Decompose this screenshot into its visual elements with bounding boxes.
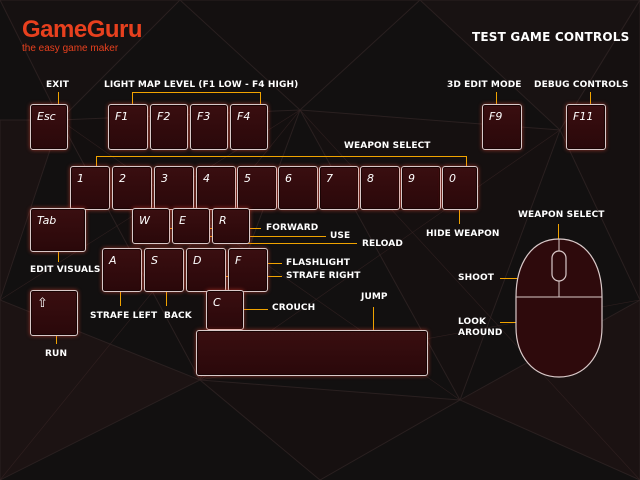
label-shoot: SHOOT bbox=[458, 273, 494, 283]
key-c[interactable]: C bbox=[206, 290, 244, 330]
key-f11[interactable]: F11 bbox=[566, 104, 606, 150]
key-tab[interactable]: Tab bbox=[30, 208, 86, 252]
logo-tagline: the easy game maker bbox=[22, 43, 119, 54]
key-s-label: S bbox=[151, 254, 158, 267]
exit-line bbox=[58, 92, 59, 111]
key-r[interactable]: R bbox=[212, 208, 250, 244]
key-w[interactable]: W bbox=[132, 208, 170, 244]
page-title: TEST GAME CONTROLS bbox=[472, 30, 630, 44]
label-reload: RELOAD bbox=[362, 239, 403, 249]
label-forward: FORWARD bbox=[266, 223, 319, 233]
key-7-label: 7 bbox=[326, 172, 333, 185]
key-f2-label: F2 bbox=[157, 110, 171, 123]
key-8[interactable]: 8 bbox=[360, 166, 400, 210]
key-e[interactable]: E bbox=[172, 208, 210, 244]
label-back: BACK bbox=[164, 311, 192, 321]
key-f1[interactable]: F1 bbox=[108, 104, 148, 150]
key-7[interactable]: 7 bbox=[319, 166, 359, 210]
key-4-label: 4 bbox=[203, 172, 210, 185]
key-3[interactable]: 3 bbox=[154, 166, 194, 210]
key-a-label: A bbox=[109, 254, 117, 267]
key-6-label: 6 bbox=[285, 172, 292, 185]
key-1[interactable]: 1 bbox=[70, 166, 110, 210]
mouse-icon bbox=[515, 238, 603, 378]
key-f9-label: F9 bbox=[489, 110, 503, 123]
key-f9[interactable]: F9 bbox=[482, 104, 522, 150]
key-9[interactable]: 9 bbox=[401, 166, 441, 210]
crouch-line bbox=[228, 309, 268, 310]
label-look: LOOK bbox=[458, 317, 487, 327]
label-strafe-left: STRAFE LEFT bbox=[90, 311, 158, 321]
key-5[interactable]: 5 bbox=[237, 166, 277, 210]
key-f[interactable]: F bbox=[228, 248, 268, 292]
key-f2[interactable]: F2 bbox=[150, 104, 188, 150]
key-6[interactable]: 6 bbox=[278, 166, 318, 210]
label-jump: JUMP bbox=[361, 292, 388, 302]
key-f1-label: F1 bbox=[115, 110, 129, 123]
label-strafe-right: STRAFE RIGHT bbox=[286, 271, 361, 281]
label-light-map: LIGHT MAP LEVEL (F1 LOW - F4 HIGH) bbox=[104, 80, 299, 90]
reload-line bbox=[232, 243, 357, 244]
jump-line bbox=[373, 307, 374, 343]
key-s[interactable]: S bbox=[144, 248, 184, 292]
key-tab-label: Tab bbox=[37, 214, 57, 227]
key-f3-label: F3 bbox=[197, 110, 211, 123]
label-mouse-weapon-select: WEAPON SELECT bbox=[518, 210, 605, 220]
light-map-bracket-right bbox=[260, 92, 261, 111]
debug-line bbox=[590, 92, 591, 111]
label-use: USE bbox=[330, 231, 351, 241]
key-f3[interactable]: F3 bbox=[190, 104, 228, 150]
key-r-label: R bbox=[219, 214, 227, 227]
key-2-label: 2 bbox=[119, 172, 126, 185]
key-8-label: 8 bbox=[367, 172, 374, 185]
label-hide-weapon: HIDE WEAPON bbox=[426, 229, 500, 239]
label-flashlight: FLASHLIGHT bbox=[286, 258, 351, 268]
key-f11-label: F11 bbox=[573, 110, 594, 123]
key-0-label: 0 bbox=[449, 172, 456, 185]
key-4[interactable]: 4 bbox=[196, 166, 236, 210]
key-f-label: F bbox=[235, 254, 242, 267]
label-crouch: CROUCH bbox=[272, 303, 316, 313]
weapon-select-bracket-top bbox=[96, 156, 467, 157]
key-3-label: 3 bbox=[161, 172, 168, 185]
key-a[interactable]: A bbox=[102, 248, 142, 292]
label-weapon-select: WEAPON SELECT bbox=[344, 141, 431, 151]
key-9-label: 9 bbox=[408, 172, 415, 185]
key-2[interactable]: 2 bbox=[112, 166, 152, 210]
label-edit-visuals: EDIT VISUALS bbox=[30, 265, 101, 275]
shift-arrow-icon: ⇧ bbox=[37, 296, 48, 311]
key-c-label: C bbox=[213, 296, 221, 309]
logo-brand: GameGuru bbox=[22, 16, 143, 43]
use-line bbox=[198, 236, 326, 237]
key-f4-label: F4 bbox=[237, 110, 251, 123]
key-esc[interactable]: Esc bbox=[30, 104, 68, 150]
key-w-label: W bbox=[139, 214, 150, 227]
key-f4[interactable]: F4 bbox=[230, 104, 268, 150]
edit-mode-line bbox=[496, 92, 497, 111]
key-shift[interactable]: ⇧ bbox=[30, 290, 78, 336]
gameguru-logo: GameGuru the easy game maker bbox=[22, 16, 143, 55]
key-space[interactable] bbox=[196, 330, 428, 376]
label-debug: DEBUG CONTROLS bbox=[534, 80, 629, 90]
key-d-label: D bbox=[193, 254, 202, 267]
key-5-label: 5 bbox=[244, 172, 251, 185]
light-map-bracket-left bbox=[132, 92, 133, 111]
key-0[interactable]: 0 bbox=[442, 166, 478, 210]
shoot-line bbox=[500, 278, 534, 279]
key-esc-label: Esc bbox=[37, 110, 56, 123]
key-e-label: E bbox=[179, 214, 186, 227]
light-map-bracket-top bbox=[132, 92, 261, 93]
key-d[interactable]: D bbox=[186, 248, 226, 292]
key-1-label: 1 bbox=[77, 172, 84, 185]
label-exit: EXIT bbox=[46, 80, 69, 90]
label-around: AROUND bbox=[458, 328, 503, 338]
label-edit-mode: 3D EDIT MODE bbox=[447, 80, 522, 90]
label-run: RUN bbox=[45, 349, 68, 359]
